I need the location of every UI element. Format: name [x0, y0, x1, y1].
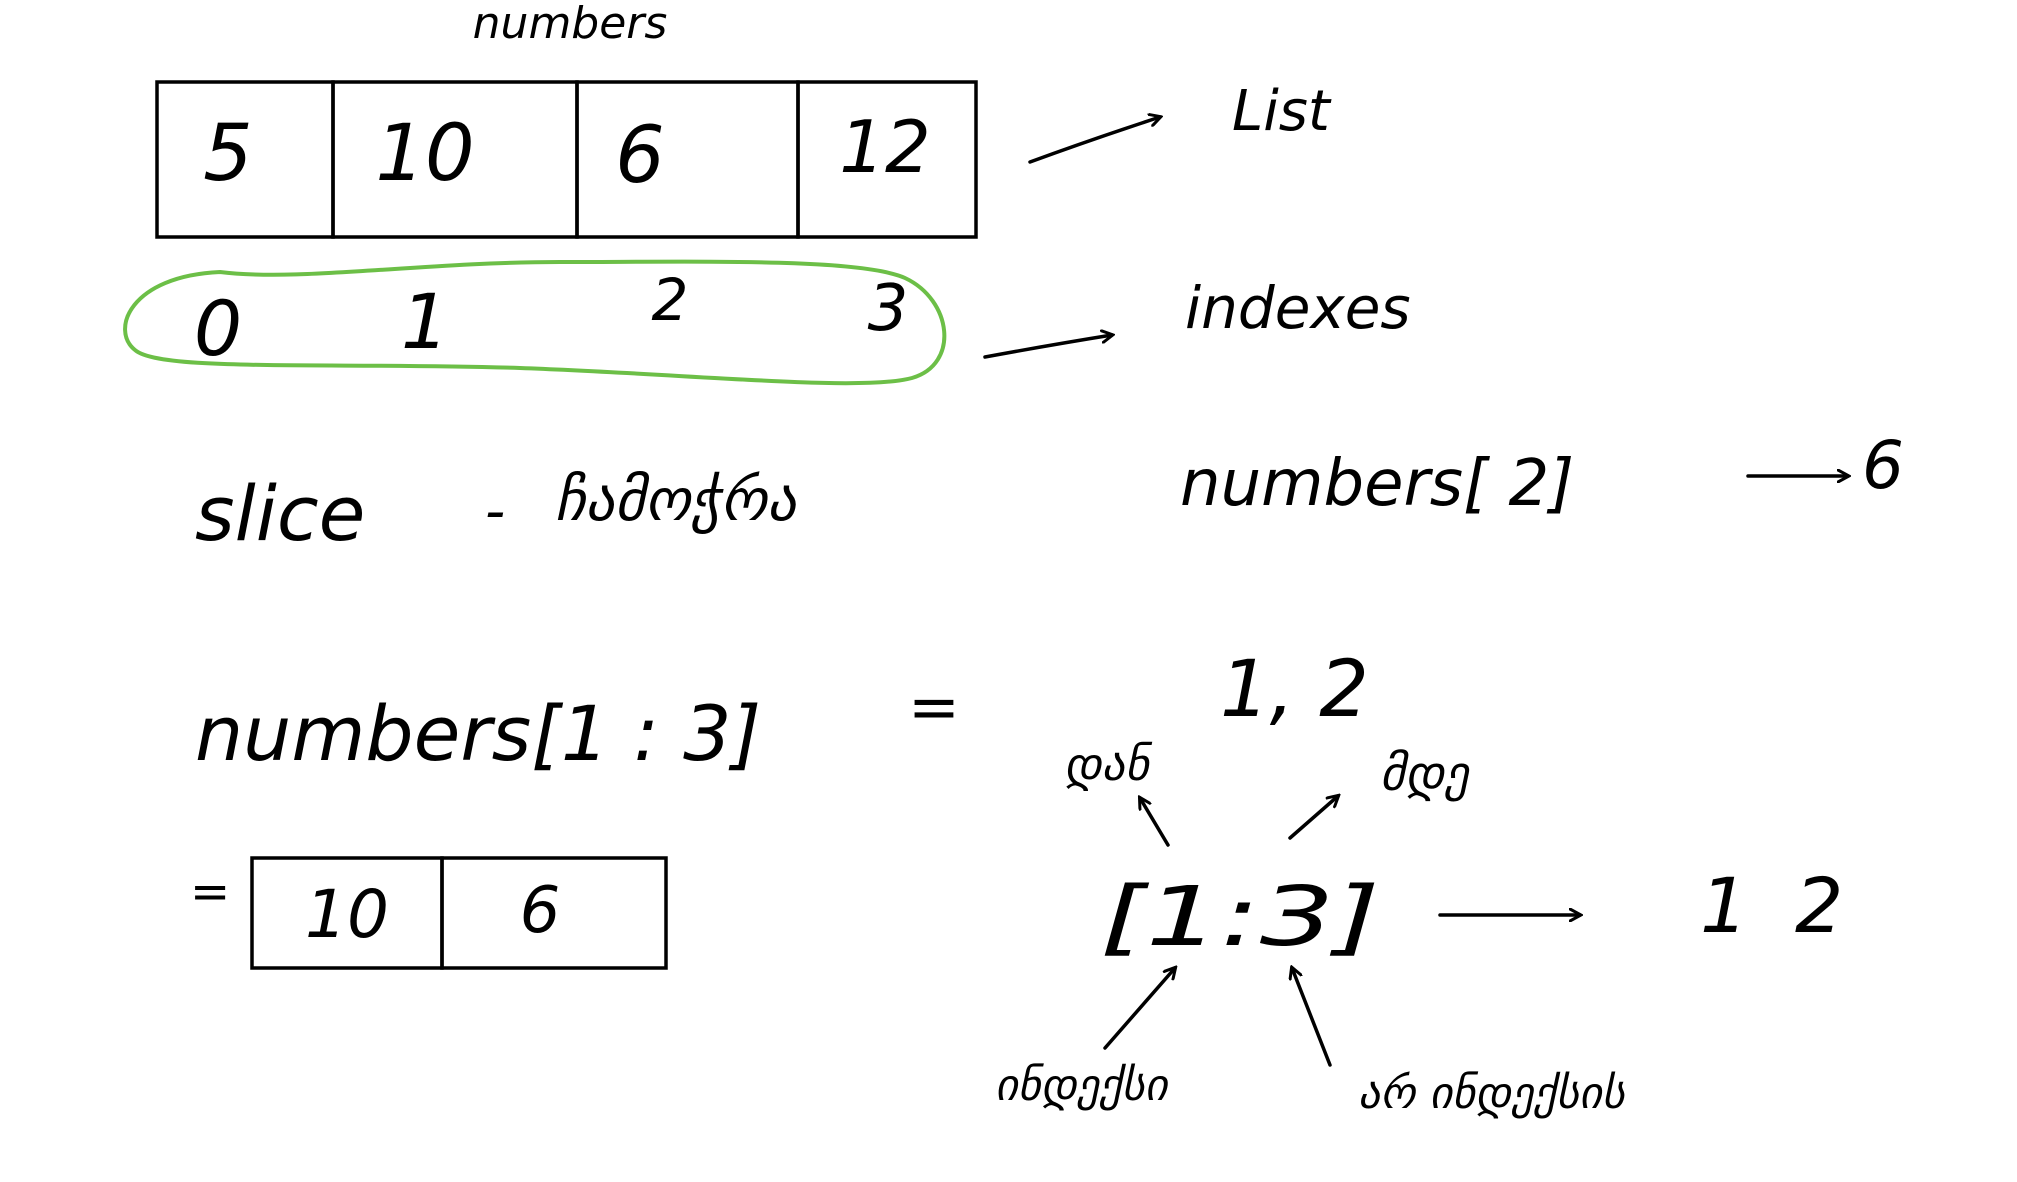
result-equals: =: [190, 864, 230, 920]
slice-equals: =: [908, 670, 960, 743]
indexes-highlight-outline: [123, 259, 947, 386]
list-cell-2: [575, 80, 800, 239]
list-cell-3: [796, 80, 978, 239]
array-name-label: numbers: [473, 0, 668, 49]
output-value-1: 2: [1795, 861, 1843, 950]
index-3: 3: [868, 272, 909, 346]
slice-indices: 1, 2: [1220, 645, 1369, 735]
end-index-arrow: [1292, 968, 1332, 1067]
list-value-3: 12: [839, 105, 931, 189]
list-value-2: 6: [615, 111, 665, 201]
slice-heading: slice - ჩამოჭრა: [195, 466, 797, 558]
index-2: 2: [652, 266, 689, 334]
end-index-label: არ ინდექსის: [1358, 1068, 1626, 1119]
output-value-0: 1: [1700, 861, 1748, 950]
slice-dash: -: [485, 479, 505, 544]
index-access-result: 6: [1862, 427, 1904, 504]
result-value-1: 6: [520, 874, 561, 948]
list-arrow: [1028, 117, 1160, 164]
index-0: 0: [194, 284, 242, 373]
result-value-0: 10: [305, 876, 389, 953]
slice-georgian-word: ჩამოჭრა: [555, 466, 797, 534]
index-access-expression: numbers[ 2]: [1180, 447, 1574, 521]
list-array: 5 10 6 12: [155, 80, 978, 239]
indexes-arrow: [983, 335, 1112, 359]
end-label-arrow: [1288, 796, 1338, 840]
slice-expression: numbers[1 : 3]: [195, 689, 761, 778]
list-value-1: 10: [375, 109, 474, 199]
slice-term: slice: [195, 469, 365, 558]
slice-annotation: დან მდე [1:3] 1 2 ინდექსი არ ინდექსის: [995, 737, 1843, 1119]
start-index-label: ინდექსი: [995, 1060, 1171, 1111]
start-label-arrow: [1140, 798, 1170, 847]
slice-result: = 10 6: [190, 856, 668, 970]
end-label: მდე: [1380, 746, 1471, 802]
index-access-example: numbers[ 2] 6: [1180, 427, 1904, 521]
indexes-label: indexes: [1185, 274, 1411, 342]
start-label: დან: [1064, 737, 1153, 791]
slice-example: numbers[1 : 3] = 1, 2: [195, 645, 1369, 778]
list-label: List: [1232, 79, 1332, 144]
slice-bracket-expression: [1:3]: [1100, 870, 1380, 965]
index-1: 1: [401, 277, 449, 366]
start-index-arrow: [1103, 968, 1175, 1050]
result-cell-1: [440, 856, 668, 970]
list-value-0: 5: [203, 109, 253, 199]
